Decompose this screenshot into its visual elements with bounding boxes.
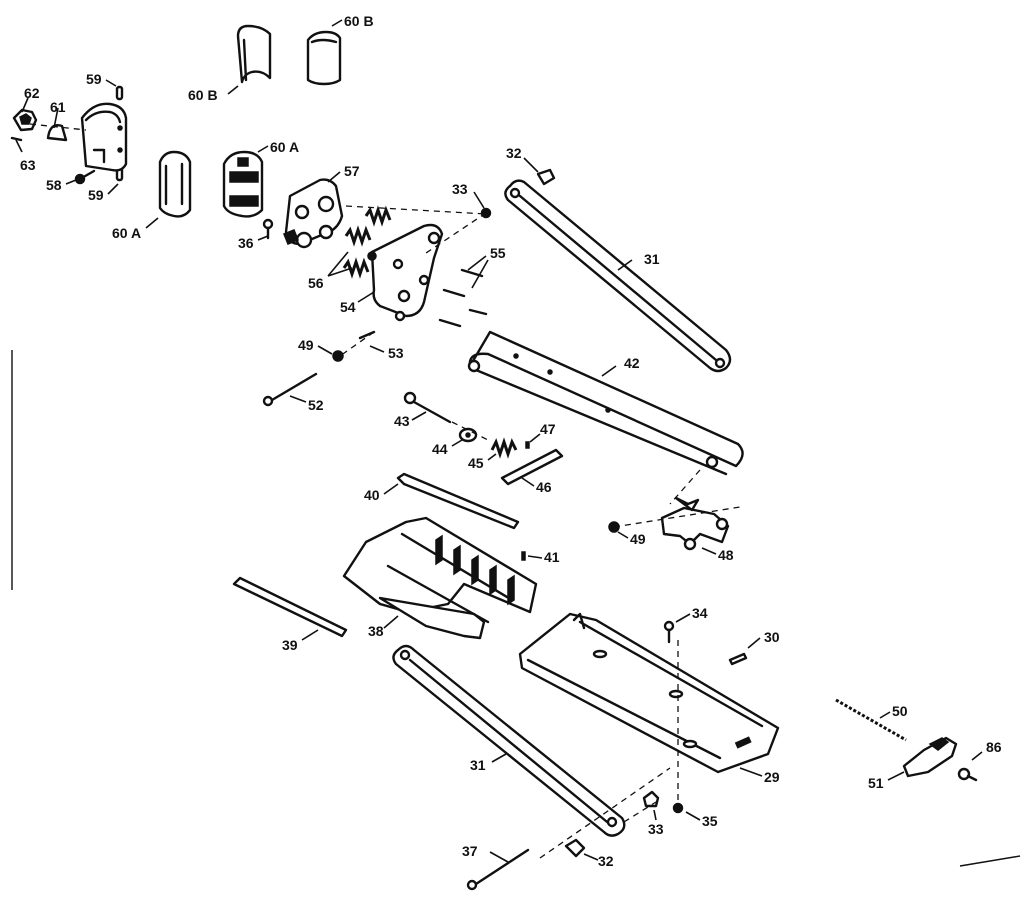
callout-41: 41 (544, 549, 560, 565)
part-36-screw (262, 218, 274, 240)
callout-36: 36 (238, 235, 254, 251)
assembly-line-bolt (451, 421, 489, 441)
callout-42: 42 (624, 355, 640, 371)
callout-43: 43 (394, 413, 410, 429)
callout-54: 54 (340, 299, 356, 315)
callout-40: 40 (364, 487, 380, 503)
part-60a-sleeve-left (158, 150, 192, 218)
callout-51: 51 (868, 775, 884, 791)
part-55-pins (438, 268, 488, 328)
callout-56: 56 (308, 275, 324, 291)
callout-30: 30 (764, 629, 780, 645)
part-86-screw (957, 767, 978, 782)
part-59-rivet-top (115, 85, 124, 101)
callout-35: 35 (702, 813, 718, 829)
assembly-line-lower (539, 767, 671, 859)
callout-32-lower: 32 (598, 853, 614, 869)
callout-47: 47 (540, 421, 556, 437)
callout-34: 34 (692, 605, 708, 621)
callout-39: 39 (282, 637, 298, 653)
part-56-springs (342, 205, 392, 279)
part-48-yoke (660, 496, 730, 551)
callout-63: 63 (20, 157, 36, 173)
part-58-screw (74, 169, 96, 185)
part-35-nut (672, 802, 684, 814)
part-50-cable (835, 698, 907, 742)
callout-61: 61 (50, 99, 66, 115)
leader-lines (15, 19, 983, 863)
part-40-strip (396, 472, 520, 530)
part-32-bushing-top (536, 168, 556, 186)
callout-57: 57 (344, 163, 360, 179)
part-clamp-bracket (80, 102, 128, 172)
part-60b-cover-left (236, 24, 272, 84)
callout-33-lower: 33 (648, 821, 664, 837)
part-46-rod (500, 448, 564, 486)
part-62-nut (12, 108, 38, 132)
part-45-spring (490, 437, 518, 459)
part-34-screw (663, 620, 675, 644)
callout-52: 52 (308, 397, 324, 413)
part-54-plate (367, 223, 444, 322)
part-52-rod (262, 372, 318, 407)
callout-33-top: 33 (452, 181, 468, 197)
callout-45: 45 (468, 455, 484, 471)
callout-60b-right: 60 B (344, 13, 374, 29)
callout-50: 50 (892, 703, 908, 719)
callout-55: 55 (490, 245, 506, 261)
assembly-line-pin (339, 331, 375, 357)
callout-49-lower: 49 (630, 531, 646, 547)
callout-38: 38 (368, 623, 384, 639)
part-44-washer (458, 427, 478, 443)
part-37-rod (466, 848, 530, 891)
callout-31-lower: 31 (470, 757, 486, 773)
callout-49-upper: 49 (298, 337, 314, 353)
part-29-base (518, 612, 780, 774)
callout-60a-left: 60 A (112, 225, 141, 241)
callout-62: 62 (24, 85, 40, 101)
part-43-bolt (403, 391, 452, 424)
assembly-line-upper-a (29, 123, 87, 131)
part-30-pin (728, 652, 748, 666)
part-31-arm-upper (504, 179, 732, 373)
assembly-line-upper-c (425, 212, 487, 254)
callout-31-upper: 31 (644, 251, 660, 267)
part-60b-cover-right (306, 30, 342, 86)
part-51-handle (902, 736, 958, 778)
callout-48: 48 (718, 547, 734, 563)
callout-44: 44 (432, 441, 448, 457)
callout-58: 58 (46, 177, 62, 193)
assembly-line-arm-right (669, 469, 701, 505)
part-38-housing (342, 516, 538, 640)
callout-86: 86 (986, 739, 1002, 755)
callout-60b-left: 60 B (188, 87, 218, 103)
callout-59-top: 59 (86, 71, 102, 87)
scan-corner-mark (959, 855, 1021, 867)
part-49-nut-upper (332, 350, 344, 362)
callout-59-bottom: 59 (88, 187, 104, 203)
callout-46: 46 (536, 479, 552, 495)
assembly-line-upper-b (345, 205, 487, 215)
part-57-clamp-block (283, 178, 344, 249)
callout-29: 29 (764, 769, 780, 785)
callout-32-top: 32 (506, 145, 522, 161)
callout-37: 37 (462, 843, 478, 859)
part-33-nut-lower (642, 790, 660, 808)
part-31-arm-lower (392, 644, 626, 837)
part-39-strip (232, 576, 348, 638)
part-41-pin (521, 551, 526, 561)
part-60a-collar (222, 150, 264, 218)
part-63-pin (10, 136, 23, 142)
callout-60a-collar: 60 A (270, 139, 299, 155)
callout-53: 53 (388, 345, 404, 361)
part-32-bushing-lower (564, 838, 586, 858)
part-47-pin (525, 441, 530, 449)
part-42-link-bar (467, 330, 744, 476)
